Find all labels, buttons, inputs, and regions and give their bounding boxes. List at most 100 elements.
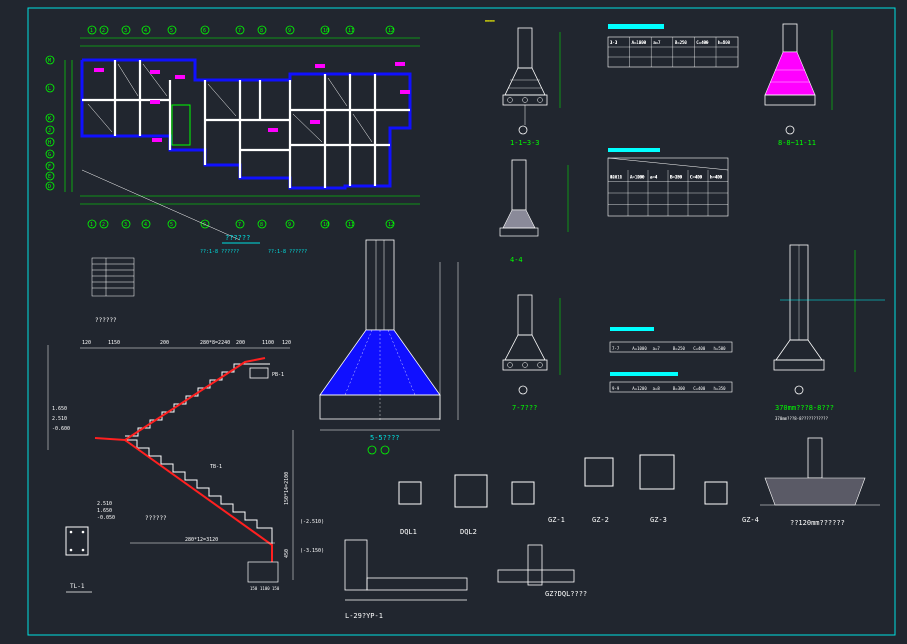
stair-well xyxy=(171,104,191,146)
table-cell: C=400 xyxy=(696,40,709,45)
table-cell: 9-9 xyxy=(612,386,620,391)
table-cell: 8-8 xyxy=(610,175,618,180)
table-cell: C=400 xyxy=(693,386,706,391)
grid-bubble-bottom xyxy=(99,219,109,229)
grid-label-bottom: 1 xyxy=(90,222,93,228)
stair-left-dim: 2.510 xyxy=(52,416,67,422)
grid-bubble-left xyxy=(45,149,55,159)
grid-label-bottom: 3 xyxy=(124,222,127,228)
legend-caption: ?????? xyxy=(95,317,117,324)
gz3-label: GZ-3 xyxy=(650,516,667,524)
table-cell: h=400 xyxy=(710,175,723,180)
table-cell: B=300 xyxy=(670,175,683,180)
table-cell: C=400 xyxy=(690,175,703,180)
wall-label: ??120mm?????? xyxy=(790,519,845,527)
table-cell: A=1000 xyxy=(632,40,647,45)
table-cell: 2-2 xyxy=(610,40,618,45)
tl1-section: TL-1 xyxy=(65,526,92,593)
gz1-label: GZ-1 xyxy=(548,516,565,524)
grid-label-bottom: 5 xyxy=(170,222,173,228)
table-cell: C=400 xyxy=(693,346,706,351)
table-cell: a=4 xyxy=(650,175,658,180)
dql1-label: DQL1 xyxy=(400,528,417,536)
stair-base-dim: 150 xyxy=(250,586,258,591)
grid-bubble-left xyxy=(45,83,55,93)
stair-top-dim: 120 xyxy=(82,340,91,346)
stair-upper-rebar xyxy=(94,357,266,442)
grid-bubble-top xyxy=(200,25,210,35)
grid-bubble-top xyxy=(167,25,177,35)
grid-label-top: 11 xyxy=(348,28,354,34)
grid-bubble-bottom xyxy=(285,219,295,229)
stair-base-dim: 1100 xyxy=(260,586,270,591)
grid-label-left: F xyxy=(48,164,51,170)
grid-bubble-bottom xyxy=(167,219,177,229)
section-8-8-title: 8-8~11-11 xyxy=(778,139,816,147)
grid-bubble-left xyxy=(45,161,55,171)
grid-bubble-top xyxy=(257,25,267,35)
grid-bubble-top xyxy=(345,25,355,35)
table-cell: B=300 xyxy=(673,386,686,391)
section-1-1-title: 1-1~3-3 xyxy=(510,139,540,147)
grid-label-top: 12 xyxy=(388,28,394,34)
section-markers xyxy=(94,62,410,142)
stair-top-dim: 200 xyxy=(160,340,169,346)
gz4-label: GZ-4 xyxy=(742,516,759,524)
section-5-5: 5-5???? xyxy=(319,239,459,455)
beam-sections xyxy=(398,454,728,508)
grid-label-left: E xyxy=(48,174,51,180)
grid-bubble-left xyxy=(45,55,55,65)
stair-left-dim: -0.600 xyxy=(52,426,70,432)
grid-bubble-bottom xyxy=(320,219,330,229)
stair-right-b: (-3.150) xyxy=(300,548,324,554)
table-cell: B=250 xyxy=(675,40,688,45)
svg-text:▬▬▬▬: ▬▬▬▬ xyxy=(485,18,495,23)
stair-landing-beam xyxy=(249,367,269,379)
table-cell: 11-11 xyxy=(610,175,623,180)
table-cell: A=1000 xyxy=(632,40,647,45)
stair-top-dim: 120 xyxy=(282,340,291,346)
table-cell: B=250 xyxy=(675,40,688,45)
section-8-8: 8-8~11-11 xyxy=(764,23,833,147)
gz-note-label: GZ?DQL???? xyxy=(545,590,587,598)
plan-hatch xyxy=(87,63,373,143)
section-4-4-title: 4-4 xyxy=(510,256,523,264)
stair-right-a: (-2.510) xyxy=(300,519,324,525)
grid-label-left: L xyxy=(48,86,51,92)
grid-bubble-top xyxy=(285,25,295,35)
grid-label-bottom: 9 xyxy=(288,222,291,228)
table-cell: A=1200 xyxy=(632,386,647,391)
table-cell: h=500 xyxy=(714,346,727,351)
grid-bubble-bottom xyxy=(345,219,355,229)
beam-labels: DQL1 DQL2 GZ-1 GZ-2 GZ-3 GZ-4 GZ?DQL????… xyxy=(345,516,845,620)
table-cell: 10-10 xyxy=(610,175,623,180)
l29-beam xyxy=(344,539,468,601)
table-cell: a=4 xyxy=(650,175,658,180)
table-cell: h=400 xyxy=(710,175,723,180)
stair-vdim-b: 450 xyxy=(284,549,290,558)
stair-caption: ?????? xyxy=(145,515,167,522)
table-cell: a=8 xyxy=(653,386,661,391)
table-cell: B=250 xyxy=(670,175,683,180)
stair-base-dim: 150 xyxy=(272,586,280,591)
grid-label-top: 2 xyxy=(102,28,105,34)
stair-top-dim: 280*8=2240 xyxy=(200,340,230,346)
stair-left-dim: 1.650 xyxy=(52,406,67,412)
grid-label-left: K xyxy=(48,116,51,122)
foundation-walls xyxy=(80,58,412,190)
section-5-5-title: 5-5???? xyxy=(370,434,400,442)
section-7-7-title: 7-7??? xyxy=(512,404,537,412)
grid-label-top: 4 xyxy=(144,28,147,34)
grid-label-top: 9 xyxy=(288,28,291,34)
table-cell: a=4 xyxy=(650,175,658,180)
